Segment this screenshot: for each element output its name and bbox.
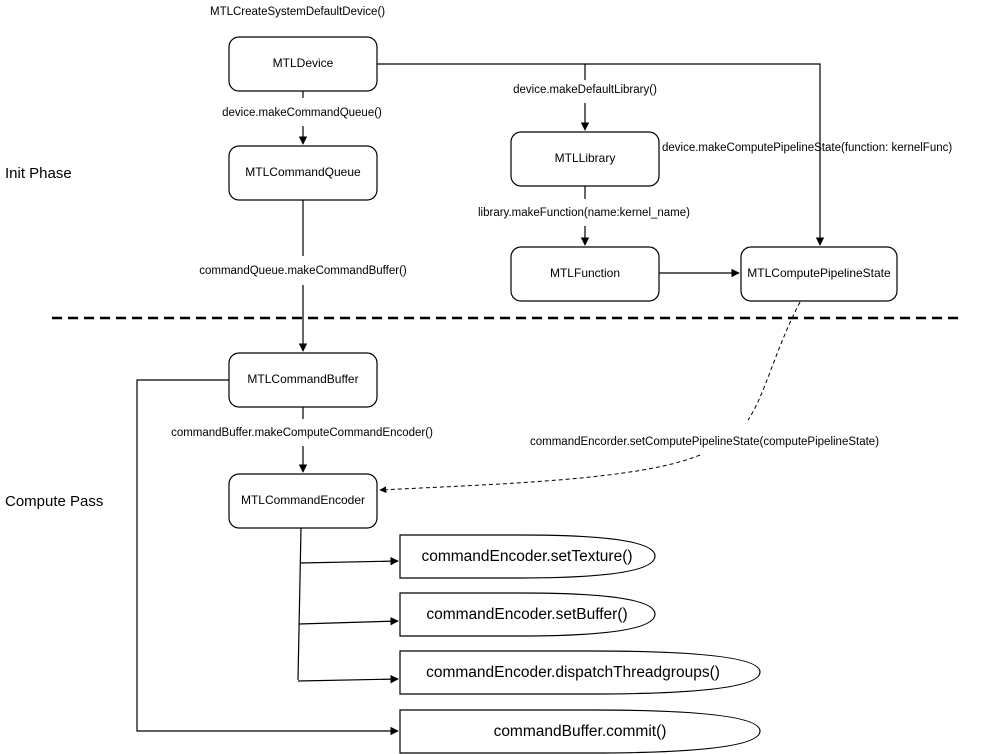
edge-encoder-dispatch [297,674,399,684]
call-dispatch[interactable]: commandEncoder.dispatchThreadgroups() [399,650,761,695]
node-label: MTLCommandEncoder [241,493,365,507]
node-label: MTLDevice [273,56,334,70]
node-label: MTLComputePipelineState [747,266,891,280]
call-label: commandEncoder.setTexture() [421,548,632,565]
node-command-queue[interactable]: MTLCommandQueue [228,145,378,201]
edge-label-make-library: device.makeDefaultLibrary() [513,84,657,96]
node-label: MTLCommandBuffer [247,372,358,386]
edge-label-make-buffer: commandQueue.makeCommandBuffer() [199,265,407,277]
node-library[interactable]: MTLLibrary [510,131,660,187]
connectors [136,63,825,736]
call-set-texture[interactable]: commandEncoder.setTexture() [399,534,656,579]
node-function[interactable]: MTLFunction [510,246,660,302]
call-set-buffer[interactable]: commandEncoder.setBuffer() [399,592,656,637]
call-label: commandBuffer.commit() [494,723,667,740]
edge-label-make-pipeline: device.makeComputePipelineState(function… [662,142,952,154]
call-label: commandEncoder.dispatchThreadgroups() [426,664,720,681]
edge-buffer-commit [136,379,399,736]
node-label: MTLCommandQueue [245,165,361,179]
edge-label-create-device: MTLCreateSystemDefaultDevice() [210,6,385,18]
node-compute-pipeline-state[interactable]: MTLComputePipelineState [740,246,898,302]
call-label: commandEncoder.setBuffer() [426,606,627,623]
edge-pipeline-encoder-a [747,301,801,421]
node-label: MTLLibrary [555,151,616,165]
edge-label-make-encoder: commandBuffer.makeComputeCommandEncoder(… [171,427,433,439]
node-command-buffer[interactable]: MTLCommandBuffer [228,352,378,408]
edge-pipeline-encoder-b [379,454,701,494]
node-command-encoder[interactable]: MTLCommandEncoder [228,473,378,529]
edge-device-pipeline [377,63,825,246]
edge-label-set-pipeline: commandEncorder.setComputePipelineState(… [530,436,879,448]
edge-encoder-trunk [297,527,302,681]
compute-pass-label: Compute Pass [5,493,103,510]
edge-label-make-function: library.makeFunction(name:kernel_name) [478,207,690,219]
edge-encoder-setbuffer [298,617,399,626]
node-label: MTLFunction [550,266,620,280]
edge-encoder-settexture [299,556,399,566]
init-phase-label: Init Phase [5,165,72,182]
edge-label-make-queue: device.makeCommandQueue() [222,107,382,119]
node-device[interactable]: MTLDevice [228,36,378,92]
call-commit[interactable]: commandBuffer.commit() [399,709,761,754]
